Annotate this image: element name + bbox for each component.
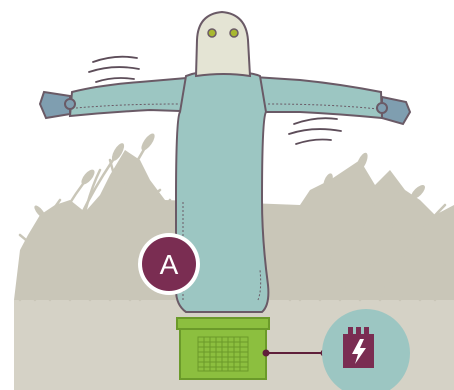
right-cuff <box>377 97 410 124</box>
head-shape <box>196 12 250 76</box>
wire-junction-left <box>263 350 270 357</box>
marker-label: A <box>160 249 179 280</box>
motion-lines-right <box>289 118 341 144</box>
battery-terminal-right <box>364 327 369 335</box>
marker-badge: A <box>138 233 200 295</box>
right-eye <box>230 29 238 37</box>
blower-fan-box <box>177 318 269 379</box>
battery-terminal-left <box>348 327 353 335</box>
motion-lines-left <box>89 57 139 82</box>
left-cuff <box>40 92 75 118</box>
fan-box-lid <box>177 318 269 329</box>
battery-terminal-mid <box>356 327 361 335</box>
left-eye <box>208 29 216 37</box>
